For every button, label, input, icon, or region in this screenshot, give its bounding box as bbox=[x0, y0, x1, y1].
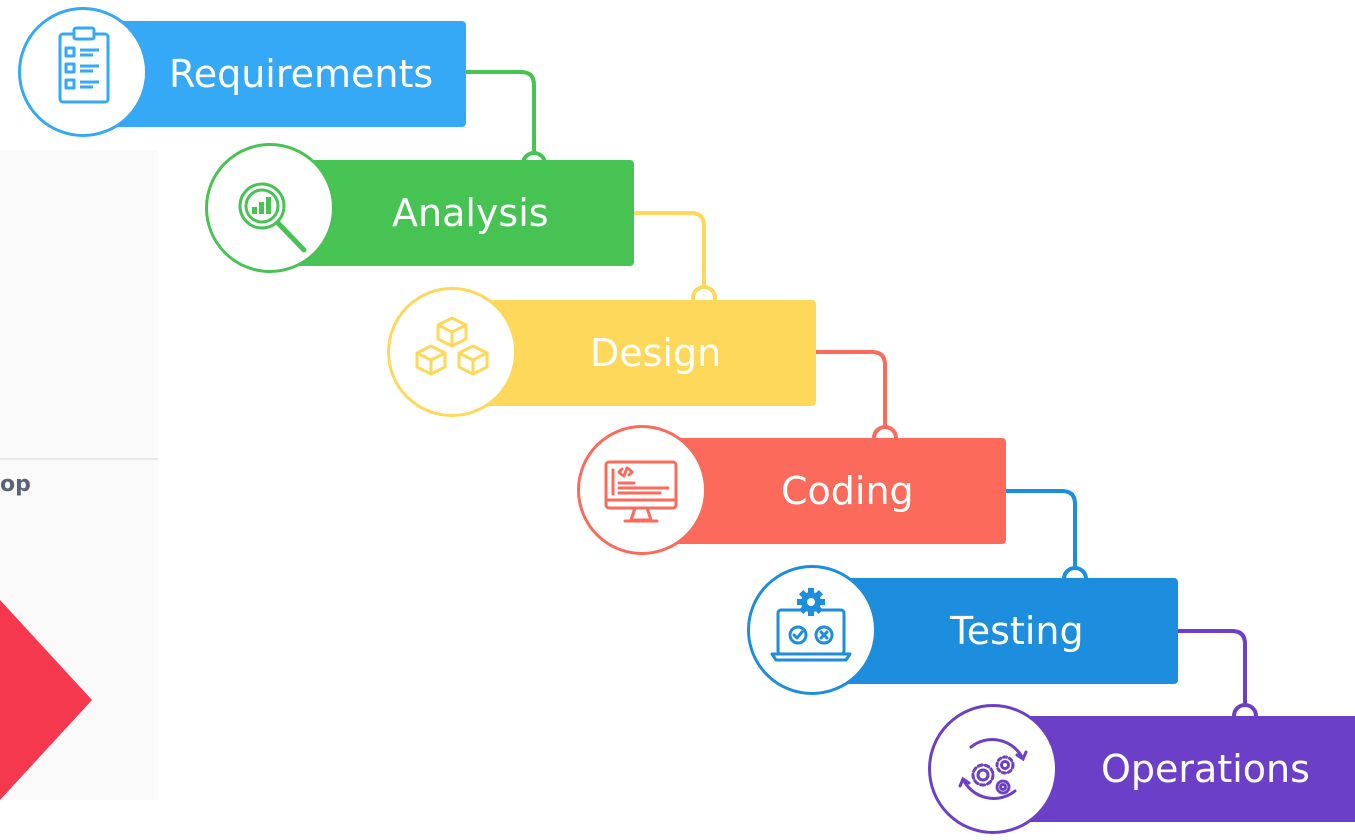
step-analysis: Analysis bbox=[275, 160, 634, 266]
step-coding: Coding bbox=[645, 438, 1006, 544]
monitor-code-icon bbox=[577, 425, 707, 555]
laptop-gear-icon bbox=[747, 565, 877, 695]
gears-cycle-icon bbox=[928, 704, 1058, 834]
step-design-label: Design bbox=[590, 331, 722, 375]
connector-analysis-design bbox=[634, 211, 706, 298]
connector-design-coding bbox=[816, 350, 887, 438]
cubes-icon bbox=[387, 287, 517, 417]
step-requirements-label: Requirements bbox=[169, 52, 434, 96]
step-coding-label: Coding bbox=[781, 469, 914, 513]
left-red-arrow-shape bbox=[0, 600, 92, 800]
connector-requirements-analysis bbox=[466, 70, 536, 164]
connector-testing-operations bbox=[1178, 629, 1247, 716]
left-divider bbox=[0, 458, 158, 460]
connector-coding-testing bbox=[1006, 489, 1077, 579]
step-requirements: Requirements bbox=[85, 21, 466, 127]
left-partial-text: op bbox=[0, 472, 31, 497]
step-testing-label: Testing bbox=[950, 609, 1084, 653]
step-analysis-label: Analysis bbox=[392, 191, 549, 235]
clipboard-checklist-icon bbox=[18, 7, 148, 137]
magnifier-chart-icon bbox=[205, 143, 335, 273]
step-operations-label: Operations bbox=[1101, 747, 1310, 791]
